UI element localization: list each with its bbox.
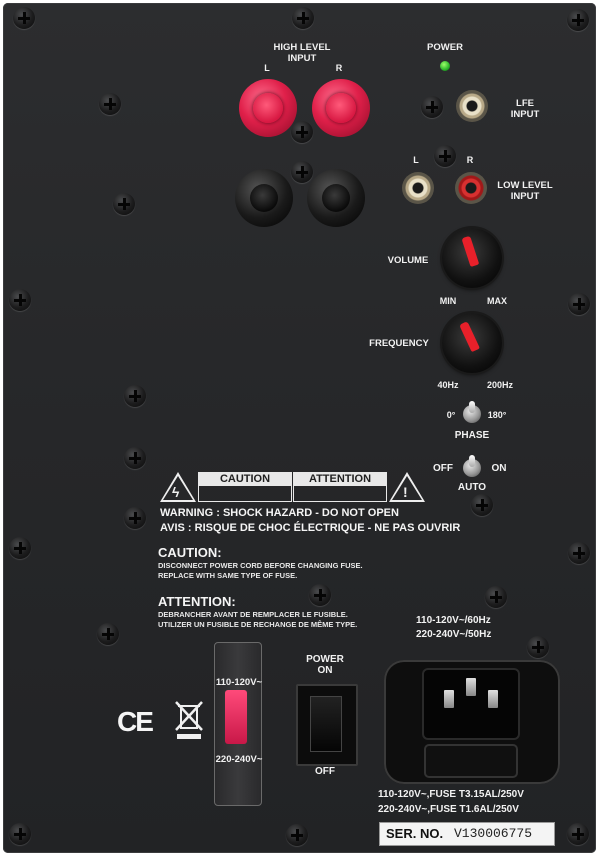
low-level-left-jack[interactable] xyxy=(402,172,434,204)
frequency-knob[interactable] xyxy=(442,313,502,373)
phase-180-label: 180° xyxy=(487,410,507,420)
inlet-pin-icon xyxy=(444,690,454,708)
caution-title: CAUTION: xyxy=(158,545,222,560)
screw-icon xyxy=(97,623,119,645)
screw-icon xyxy=(124,385,146,407)
attention-line-1: DEBRANCHER AVANT DE REMPLACER LE FUSIBLE… xyxy=(158,610,348,619)
high-level-left-label: L xyxy=(264,63,270,73)
attention-box: ATTENTION xyxy=(293,472,387,502)
frequency-max-label: 200Hz xyxy=(486,380,513,390)
exclamation-warning-icon xyxy=(389,472,425,502)
screw-icon xyxy=(291,121,313,143)
lightning-bolt-icon: ϟ xyxy=(172,484,180,500)
screw-icon xyxy=(527,636,549,658)
serial-number-plate: SER. NO. V130006775 xyxy=(379,822,555,846)
caution-box: CAUTION xyxy=(198,472,292,502)
frequency-label: FREQUENCY xyxy=(369,338,429,349)
exclamation-icon: ! xyxy=(403,484,408,500)
screw-icon xyxy=(291,161,313,183)
screw-icon xyxy=(99,93,121,115)
attention-line-2: UTILIZER UN FUSIBLE DE RECHANGE DE MÊME … xyxy=(158,620,358,629)
power-switch-on-label: POWER ON xyxy=(306,654,344,676)
shock-warning-text: WARNING : SHOCK HAZARD - DO NOT OPEN xyxy=(160,507,399,519)
phase-0-label: 0° xyxy=(446,410,456,420)
low-level-left-label: L xyxy=(413,155,419,165)
voltage-high-label: 110-120V~ xyxy=(215,677,263,688)
phase-label: PHASE xyxy=(454,430,490,441)
low-level-right-label: R xyxy=(466,155,474,165)
screw-icon xyxy=(568,293,590,315)
fuse-drawer[interactable] xyxy=(424,744,518,778)
attention-title: ATTENTION: xyxy=(158,594,236,609)
auto-switch[interactable] xyxy=(463,455,481,477)
screw-icon xyxy=(434,145,456,167)
screw-icon xyxy=(471,494,493,516)
volume-label: VOLUME xyxy=(387,255,429,266)
inlet-pin-icon xyxy=(488,690,498,708)
auto-off-label: OFF xyxy=(433,463,453,474)
volume-knob[interactable] xyxy=(442,228,502,288)
voltage-low-label: 220-240V~ xyxy=(215,754,263,765)
caution-box-label: CAUTION xyxy=(199,473,291,486)
ce-logo: CE xyxy=(117,706,154,737)
serial-number-label: SER. NO. xyxy=(386,826,444,841)
lfe-input-jack[interactable] xyxy=(456,90,488,122)
attention-box-label: ATTENTION xyxy=(294,473,386,486)
screw-icon xyxy=(9,823,31,845)
auto-label: AUTO xyxy=(457,482,487,493)
screw-icon xyxy=(13,7,35,29)
avis-warning-text: AVIS : RISQUE DE CHOC ÉLECTRIQUE - NE PA… xyxy=(160,522,461,534)
frequency-min-label: 40Hz xyxy=(437,380,459,390)
lfe-input-label: LFE INPUT xyxy=(510,98,540,120)
iec-socket xyxy=(422,668,520,740)
high-level-right-label: R xyxy=(335,63,343,73)
high-level-input-label: HIGH LEVEL INPUT xyxy=(273,42,331,64)
auto-on-label: ON xyxy=(491,463,507,474)
volume-min-label: MIN xyxy=(439,296,457,306)
low-level-input-label: LOW LEVEL INPUT xyxy=(497,180,553,202)
screw-icon xyxy=(286,824,308,846)
speaker-terminal-left-negative[interactable] xyxy=(235,169,293,227)
screw-icon xyxy=(309,584,331,606)
power-led-icon xyxy=(440,61,450,71)
speaker-terminal-right-positive[interactable] xyxy=(312,79,370,137)
screw-icon xyxy=(485,586,507,608)
caution-line-1: DISCONNECT POWER CORD BEFORE CHANGING FU… xyxy=(158,561,363,570)
serial-number-value: V130006775 xyxy=(454,826,533,841)
screw-icon xyxy=(124,447,146,469)
fuse-rating-line-1: 110-120V~,FUSE T3.15AL/250V xyxy=(378,789,524,800)
power-led-label: POWER xyxy=(427,42,463,53)
power-switch-off-label: OFF xyxy=(315,766,335,777)
screw-icon xyxy=(567,9,589,31)
screw-icon xyxy=(9,537,31,559)
ac-power-inlet[interactable] xyxy=(384,660,560,784)
power-rating-line-2: 220-240V~/50Hz xyxy=(416,629,492,640)
screw-icon xyxy=(567,823,589,845)
shock-warning-icon xyxy=(160,472,196,502)
screw-icon xyxy=(113,193,135,215)
low-level-right-jack[interactable] xyxy=(455,172,487,204)
power-rating-line-1: 110-120V~/60Hz xyxy=(416,615,491,626)
weee-bin-icon xyxy=(175,701,203,739)
power-rocker-switch[interactable] xyxy=(296,684,358,766)
volume-max-label: MAX xyxy=(487,296,507,306)
screw-icon xyxy=(124,507,146,529)
speaker-terminal-right-negative[interactable] xyxy=(307,169,365,227)
screw-icon xyxy=(421,96,443,118)
phase-switch[interactable] xyxy=(463,401,481,423)
speaker-terminal-left-positive[interactable] xyxy=(239,79,297,137)
screw-icon xyxy=(292,7,314,29)
screw-icon xyxy=(9,289,31,311)
fuse-rating-line-2: 220-240V~,FUSE T1.6AL/250V xyxy=(378,804,519,815)
inlet-pin-icon xyxy=(466,678,476,696)
voltage-selector-switch[interactable] xyxy=(225,690,247,744)
screw-icon xyxy=(568,542,590,564)
caution-line-2: REPLACE WITH SAME TYPE OF FUSE. xyxy=(158,571,298,580)
